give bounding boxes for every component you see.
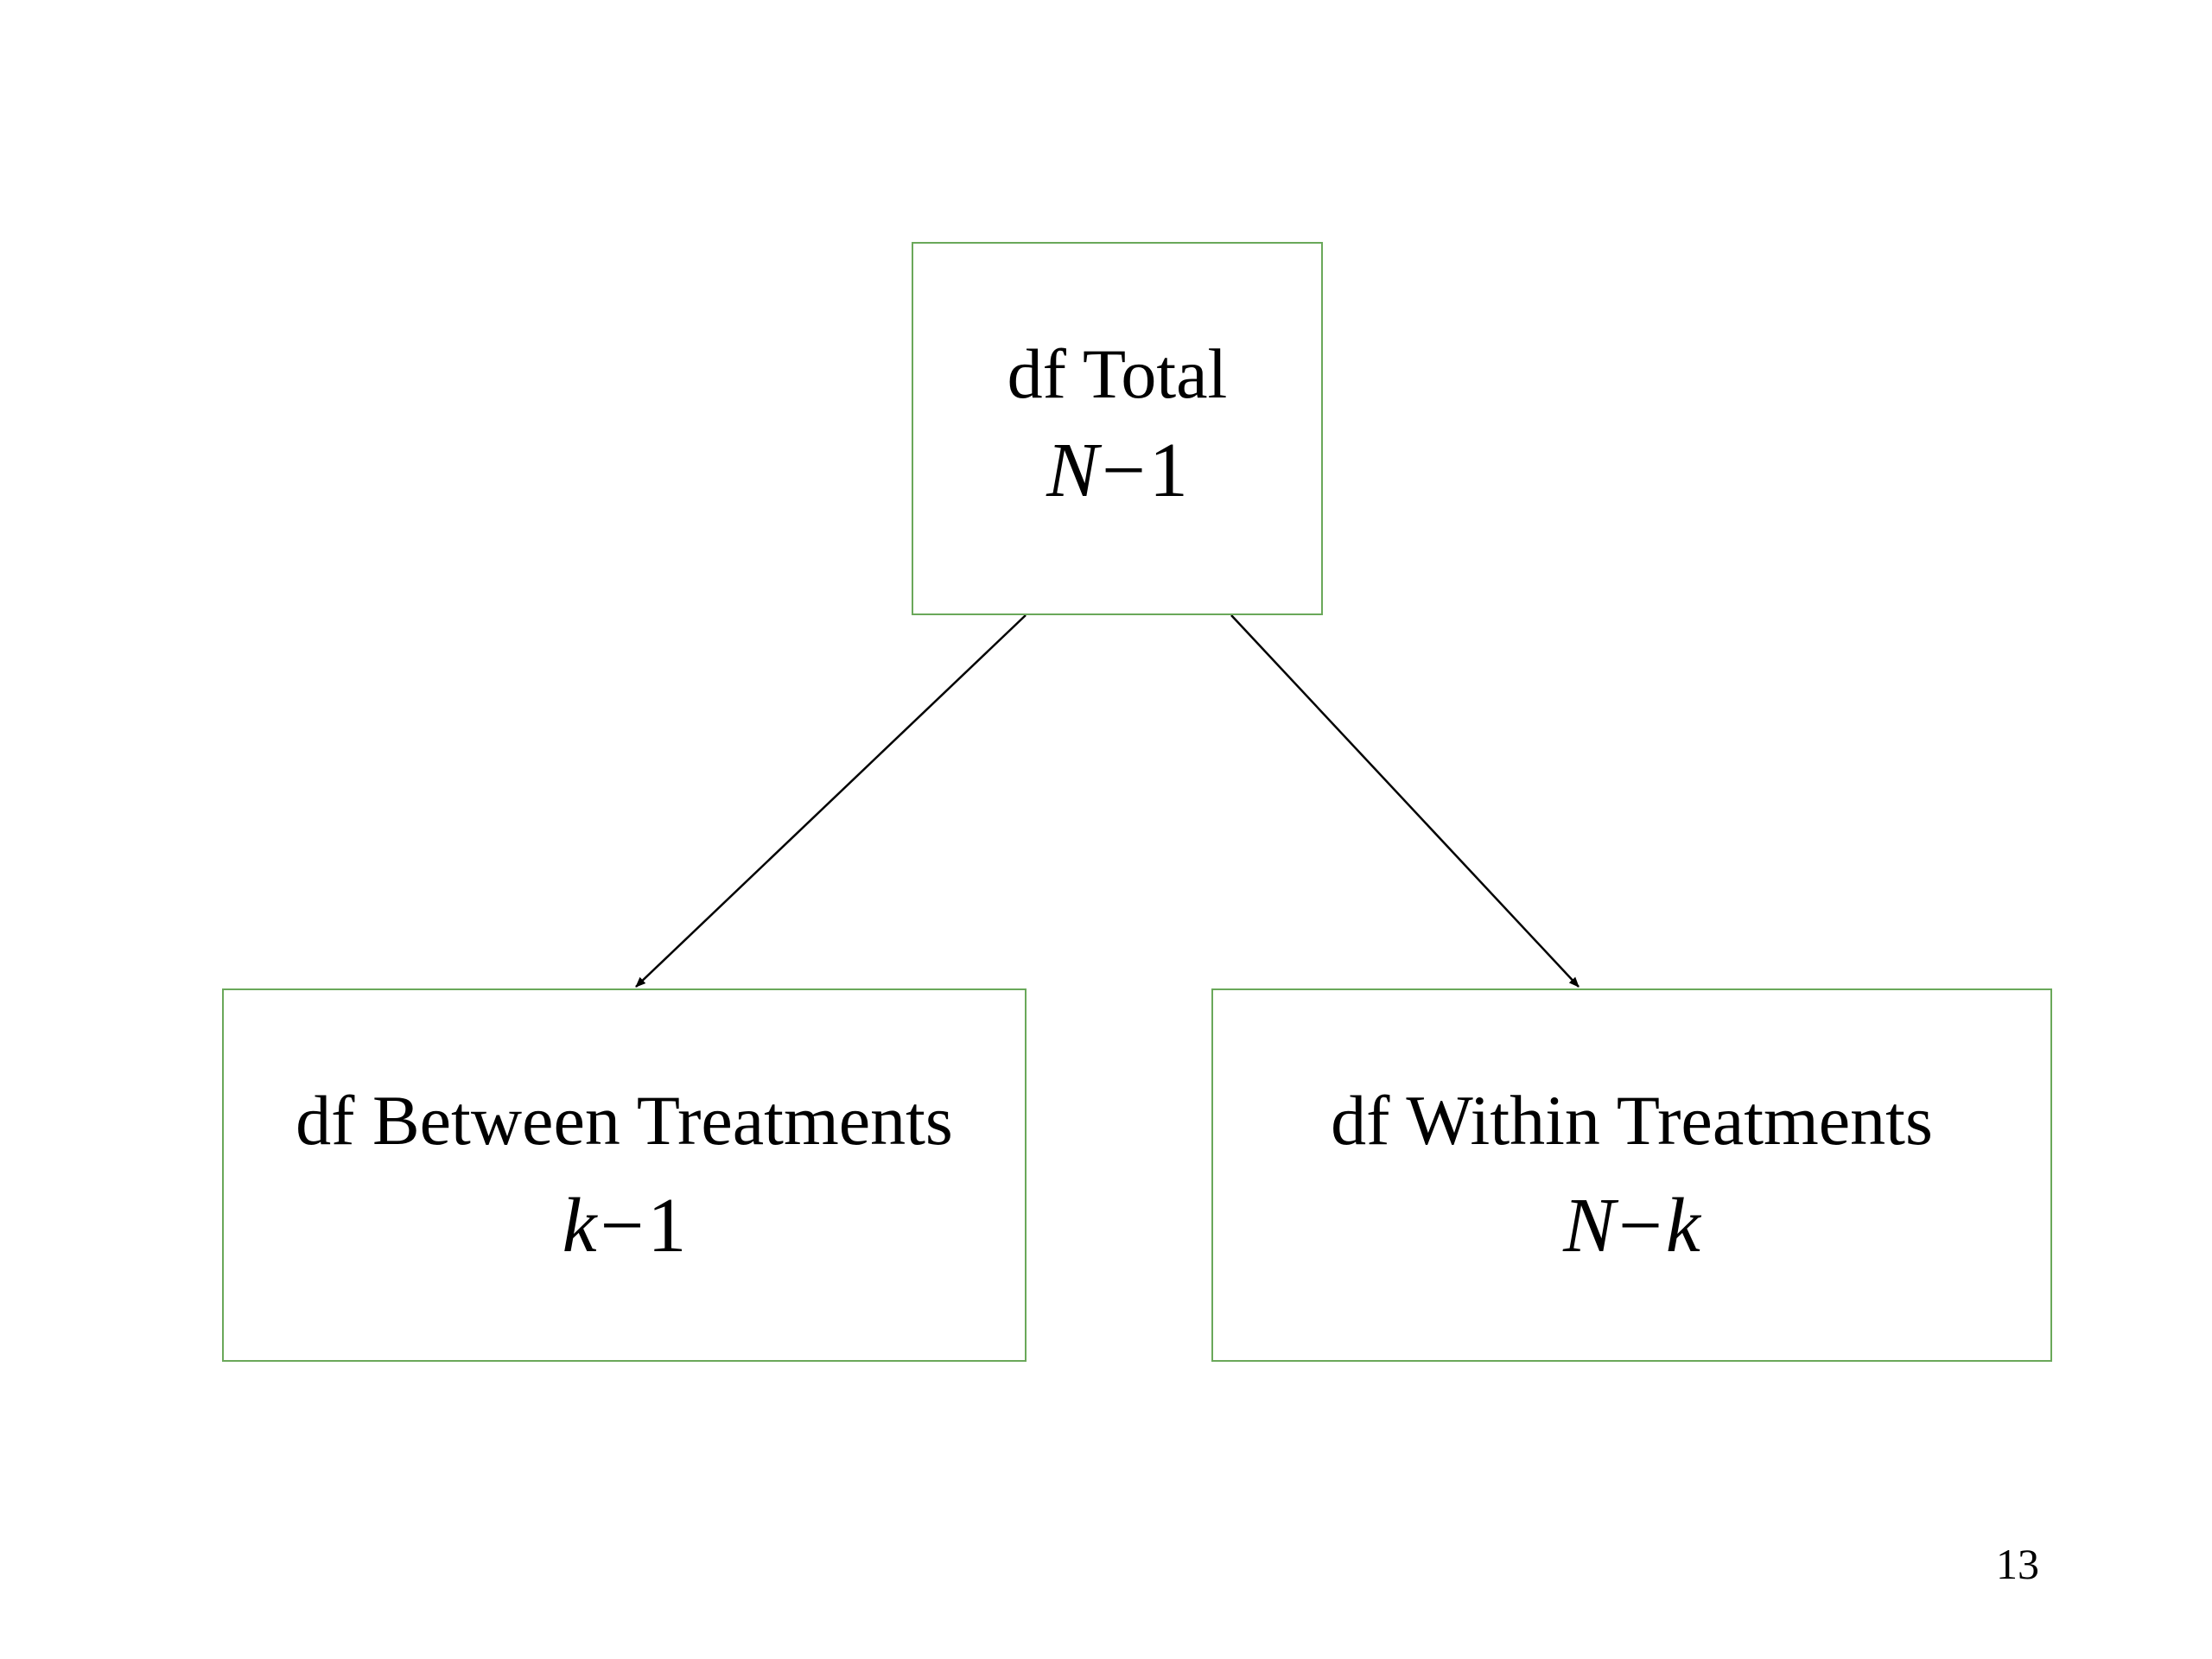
minus-sign: − [600,1183,645,1268]
arrow-total-to-within [1230,614,1580,988]
df-within-formula: N−k [1213,1187,2050,1265]
formula-term: N [1046,428,1099,513]
df-total-box: df Total N−1 [912,242,1323,615]
df-within-label: df Within Treatments [1331,1081,1933,1160]
minus-sign: − [1618,1183,1662,1268]
df-total-formula: N−1 [913,432,1321,510]
formula-term: N [1563,1183,1616,1268]
minus-sign: − [1102,428,1146,513]
formula-term: 1 [1148,428,1188,513]
formula-term: 1 [647,1183,687,1268]
df-total-label: df Total [1007,334,1228,413]
df-within-box: df Within Treatments N−k [1211,988,2052,1362]
df-between-formula: k−1 [224,1187,1025,1265]
page-number: 13 [1996,1540,2039,1588]
df-between-box: df Between Treatments k−1 [222,988,1027,1362]
formula-term: k [1665,1183,1700,1268]
arrow-total-to-between [635,614,1027,988]
df-between-label: df Between Treatments [296,1081,953,1160]
formula-term: k [562,1183,597,1268]
